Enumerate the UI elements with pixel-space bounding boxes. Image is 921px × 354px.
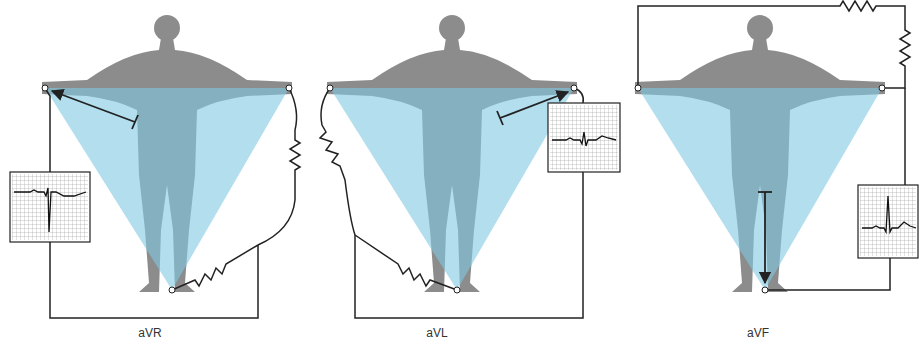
lead-label: aVR <box>138 326 161 340</box>
panel-avr <box>10 15 300 318</box>
lead-label: aVF <box>747 326 769 340</box>
lead-label: aVL <box>426 326 447 340</box>
panel-avf <box>635 1 918 293</box>
panel-avl <box>320 15 620 318</box>
